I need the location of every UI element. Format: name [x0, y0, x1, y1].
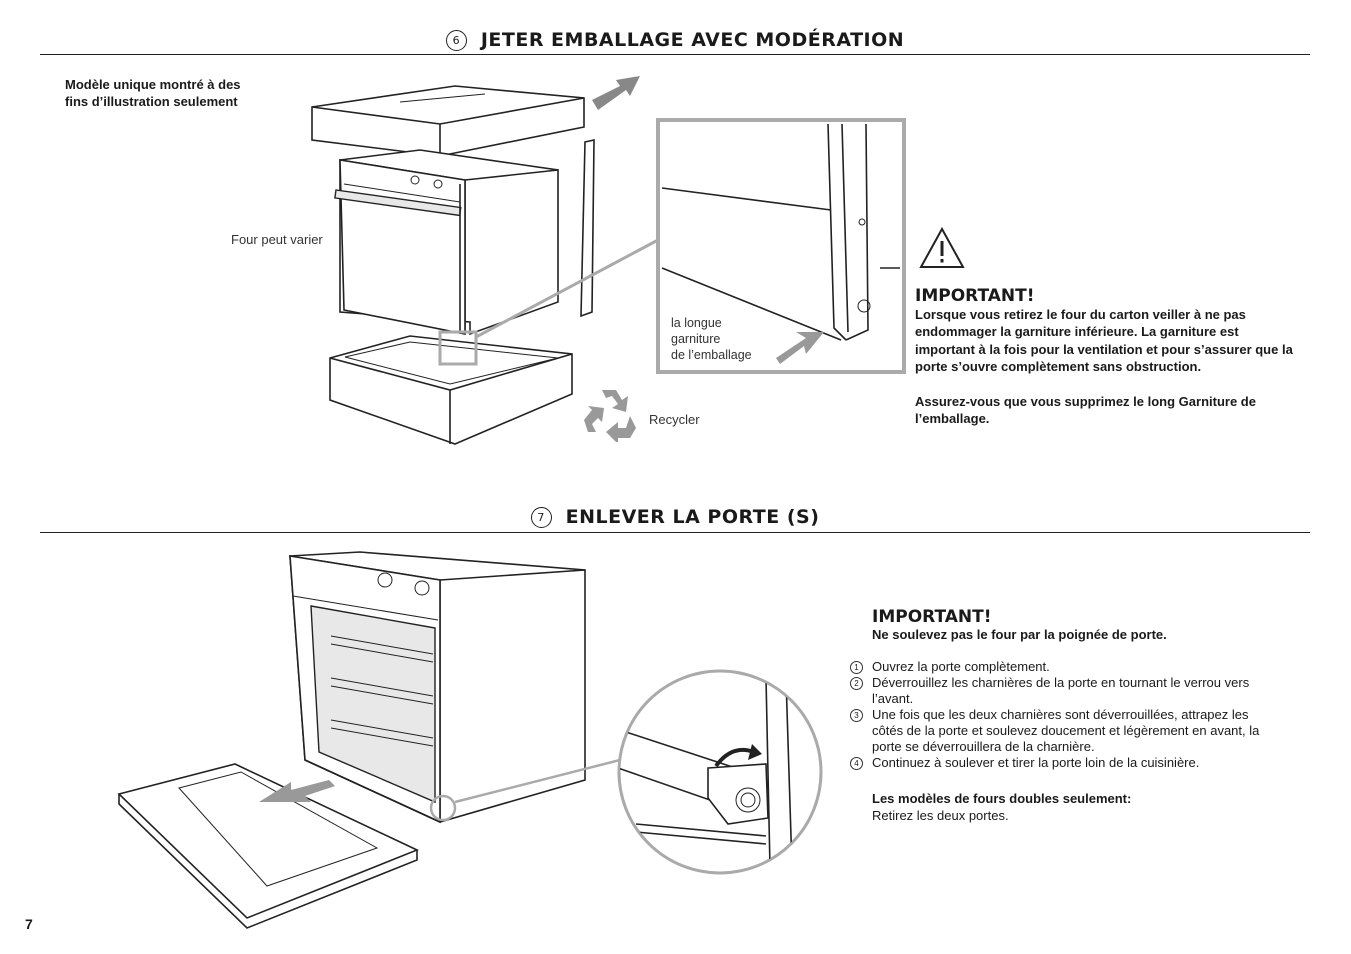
hinge-zoom-detail	[617, 669, 823, 875]
oven-cabinet	[289, 551, 586, 824]
model-note-line-2: fins d’illustration seulement	[65, 94, 238, 109]
trim-pointer-arrow	[776, 332, 824, 364]
recycle-icon	[584, 390, 636, 442]
section-7-title: ENLEVER LA PORTE (S)	[565, 506, 820, 528]
step-text: Déverrouillez les charnières de la porte…	[872, 675, 1250, 706]
double-oven-title: Les modèles de fours doubles seulement:	[872, 791, 1132, 806]
step-number: 4	[850, 757, 863, 770]
warning-icon	[919, 226, 965, 268]
trim-label-line-2: garniture	[671, 332, 721, 346]
important-heading: IMPORTANT!	[915, 286, 1035, 306]
list-item: 1 Ouvrez la porte complètement.	[848, 659, 1273, 675]
list-item: 3 Une fois que les deux charnières sont d…	[848, 707, 1273, 755]
step-number-badge: 6	[445, 30, 467, 51]
oven-door-removal-illustration	[117, 551, 620, 929]
section-7-heading: 7 ENLEVER LA PORTE (S)	[40, 506, 1310, 528]
section-6-title: JETER EMBALLAGE AVEC MODÉRATION	[480, 29, 905, 51]
oven-body	[334, 149, 559, 336]
oven-unpacking-illustration	[311, 76, 659, 445]
step-text: Continuez à soulever et tirer la porte l…	[872, 755, 1200, 770]
model-note-line-1: Modèle unique montré à des	[65, 77, 241, 92]
double-oven-text: Retirez les deux portes.	[872, 808, 1009, 823]
door-removal-steps: 1 Ouvrez la porte complètement. 2 Déverrou…	[848, 659, 1273, 771]
important-lift-warning: Ne soulevez pas le four par la poignée d…	[872, 627, 1167, 642]
packaging-lid	[311, 85, 585, 157]
recycle-label: Recycler	[649, 412, 700, 427]
step-number-badge: 7	[530, 507, 552, 528]
packaging-side-panel	[580, 139, 595, 318]
list-item: 4 Continuez à soulever et tirer la porte …	[848, 755, 1273, 771]
important-heading: IMPORTANT!	[872, 607, 992, 627]
double-oven-note: Les modèles de fours doubles seulement: …	[872, 790, 1131, 824]
step-text: Ouvrez la porte complètement.	[872, 659, 1050, 674]
list-item: 2 Déverrouillez les charnières de la port…	[848, 675, 1273, 707]
section-6-heading: 6 JETER EMBALLAGE AVEC MODÉRATION	[40, 29, 1310, 51]
model-note: Modèle unique montré à des fins d’illust…	[65, 76, 241, 110]
section-6-important: IMPORTANT! Lorsque vous retirez le four …	[915, 286, 1300, 427]
trim-zoom-detail	[656, 118, 906, 374]
step-number: 1	[850, 661, 863, 674]
step-text: Une fois que les deux charnières sont dé…	[872, 707, 1260, 754]
removed-oven-door	[117, 763, 420, 929]
important-trim-text: Assurez-vous que vous supprimez le long …	[915, 393, 1256, 427]
section-6-divider	[40, 54, 1310, 55]
oven-varies-label: Four peut varier	[231, 232, 323, 247]
important-warning-text: Lorsque vous retirez le four du carton v…	[915, 307, 1293, 375]
step-number: 2	[850, 677, 863, 690]
trim-label: la longue garniture de l’emballage	[671, 315, 752, 363]
trim-label-line-1: la longue	[671, 316, 722, 330]
trim-label-line-3: de l’emballage	[671, 348, 752, 362]
section-7-divider	[40, 532, 1310, 533]
step-number: 3	[850, 709, 863, 722]
section-7-important: IMPORTANT! Ne soulevez pas le four par l…	[872, 607, 1302, 643]
pull-arrow-icon	[259, 780, 335, 802]
packaging-base	[329, 330, 573, 445]
page-number: 7	[25, 916, 33, 932]
lift-arrow-icon	[592, 76, 640, 110]
